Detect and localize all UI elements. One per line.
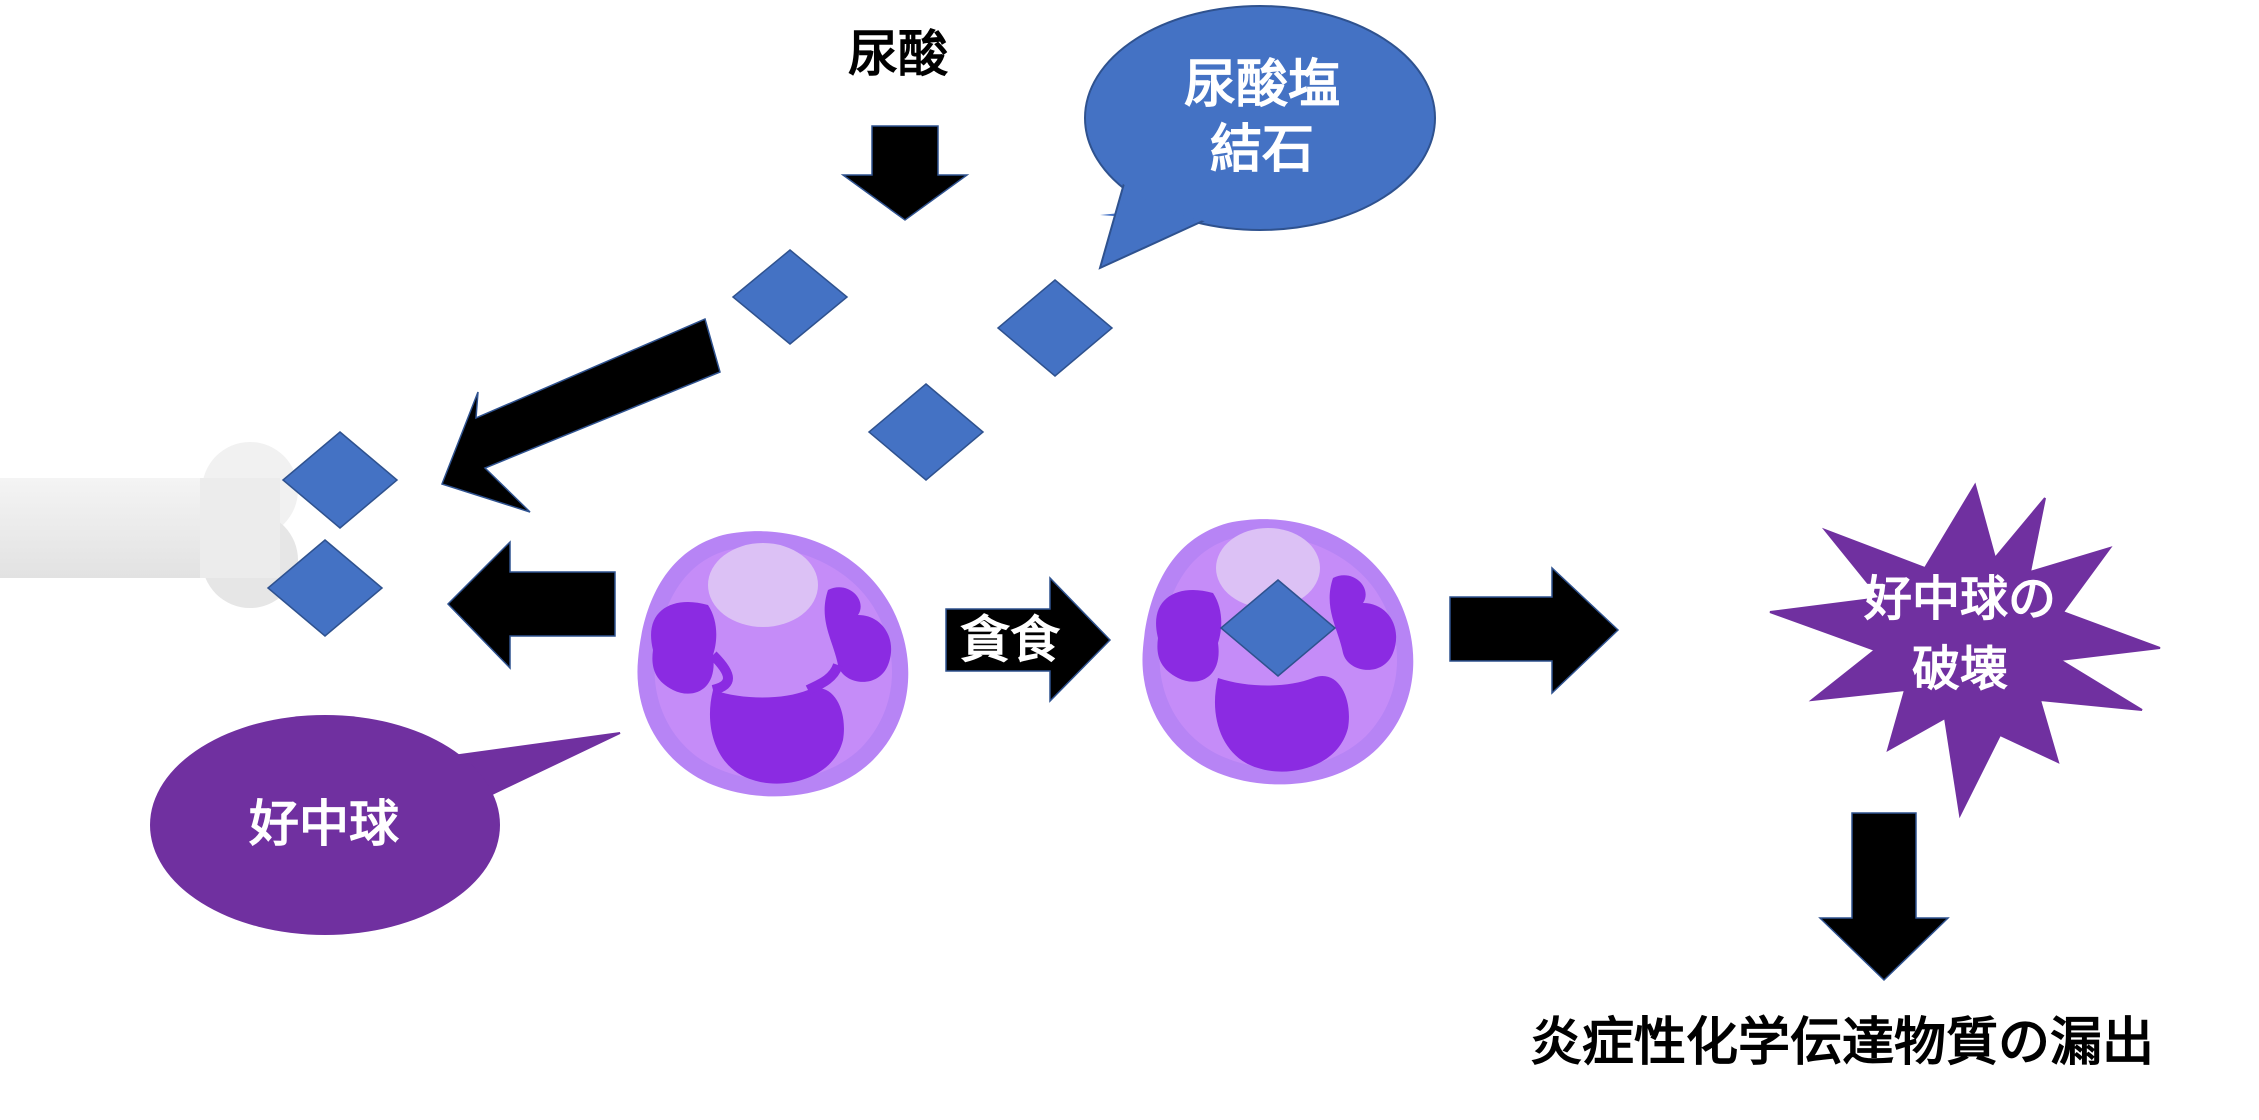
neutrophil-label: 好中球 (249, 795, 399, 853)
urate-crystal-label-line2: 結石 (1209, 119, 1315, 180)
uric-acid-label: 尿酸 (848, 25, 948, 83)
crystal-diamonds (266, 249, 1114, 637)
diamond-icon (281, 431, 399, 529)
mediator-release-label: 炎症性化学伝達物質の漏出 (1530, 1013, 2155, 1073)
neutrophil-callout (150, 715, 621, 935)
diamond-icon (996, 279, 1114, 377)
urate-crystal-callout (1084, 5, 1436, 270)
phagocytosis-arrow-icon (945, 576, 1112, 703)
neutrophil-cell-icon (637, 531, 909, 797)
diagonal-arrow-icon (441, 317, 721, 513)
diamond-icon (731, 249, 849, 345)
neutrophil-destruction-label-line2: 破壊 (1911, 641, 2009, 698)
urate-crystal-label-line1: 尿酸塩 (1183, 54, 1341, 115)
diamond-icon (867, 383, 985, 481)
left-arrow-icon (446, 540, 616, 670)
bone-joint-icon (0, 442, 298, 608)
right-arrow-icon (1449, 566, 1620, 695)
neutrophil-destruction-label-line1: 好中球の (1863, 571, 2057, 628)
explosion-burst-icon (1769, 482, 2161, 819)
neutrophil-cell-icon (1142, 519, 1414, 785)
diamond-icon (1219, 579, 1337, 677)
diamond-icon (266, 539, 384, 637)
down-arrow-2-icon (1818, 812, 1950, 982)
phagocytosis-label: 貪食 (960, 611, 1060, 669)
down-arrow-icon (840, 125, 970, 221)
